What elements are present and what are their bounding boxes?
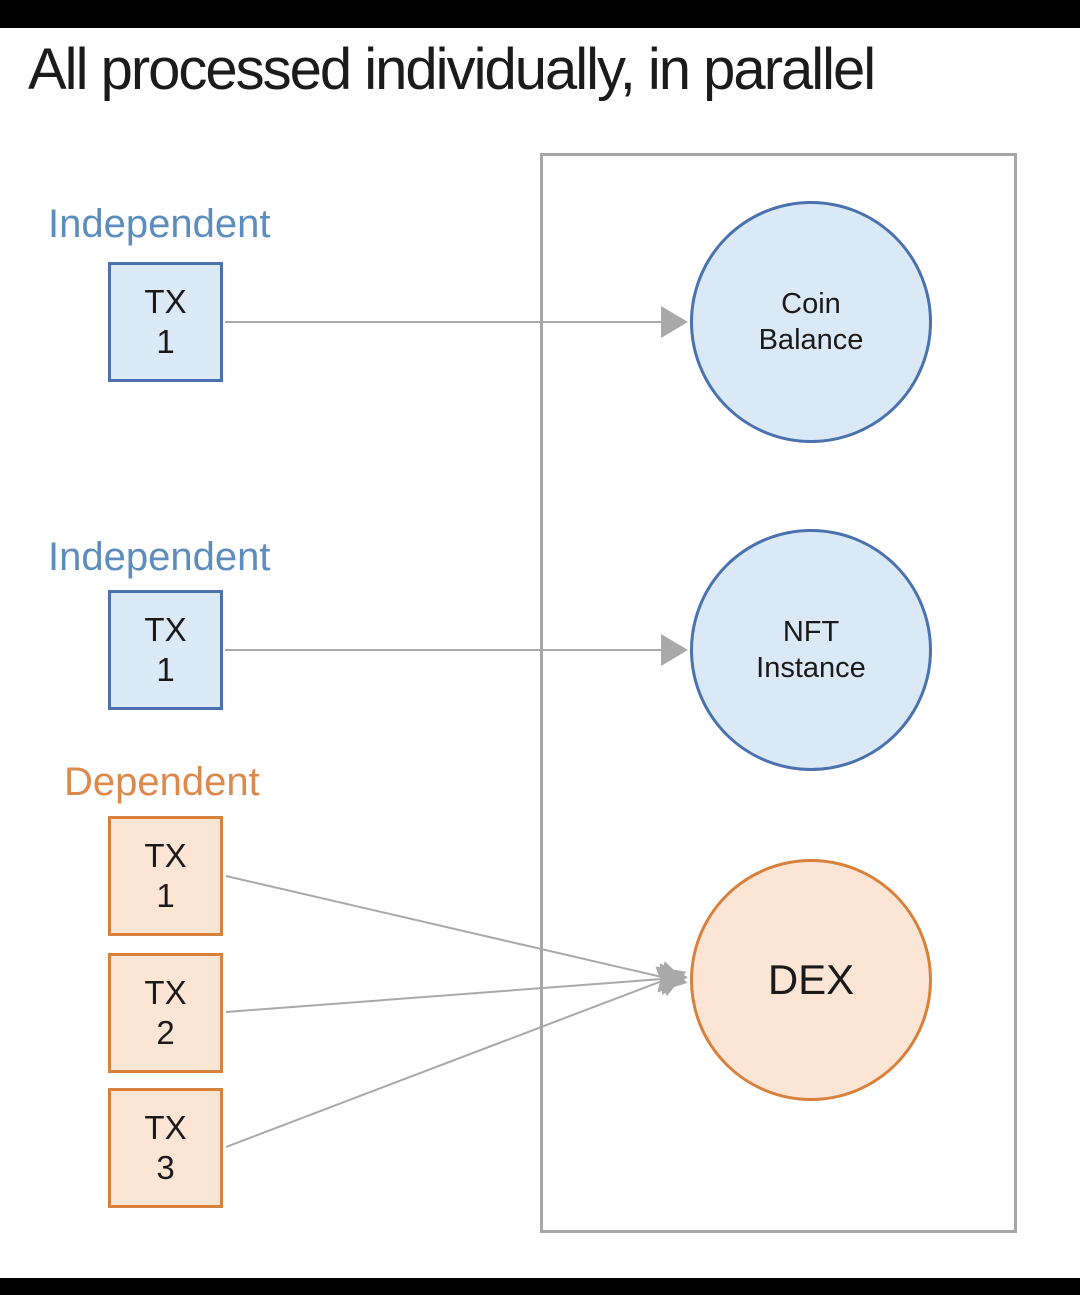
bottom-letterbox-bar bbox=[0, 1278, 1080, 1295]
node-coin-balance: Coin Balance bbox=[690, 201, 932, 443]
tx-box-line2: 2 bbox=[156, 1014, 175, 1051]
tx-box-dependent-2: TX 2 bbox=[108, 953, 223, 1073]
tx-box-line2: 3 bbox=[156, 1149, 175, 1186]
node-nft-instance: NFT Instance bbox=[690, 529, 932, 771]
page-title: All processed individually, in parallel bbox=[28, 37, 876, 102]
tx-box-dependent-1: TX 1 bbox=[108, 816, 223, 936]
node-label-line1: DEX bbox=[767, 955, 855, 1003]
top-letterbox-bar bbox=[0, 0, 1080, 28]
node-dex: DEX bbox=[690, 859, 932, 1101]
state-container-frame bbox=[540, 153, 1017, 1233]
tx-box-line1: TX bbox=[144, 610, 187, 648]
label-independent-1: Independent bbox=[48, 202, 271, 246]
tx-box-line2: 1 bbox=[156, 877, 175, 914]
node-label-line1: NFT bbox=[782, 615, 840, 648]
tx-box-independent-1: TX 1 bbox=[108, 262, 223, 382]
node-label-line2: Instance bbox=[756, 652, 866, 684]
tx-box-dependent-3: TX 3 bbox=[108, 1088, 223, 1208]
tx-box-line1: TX bbox=[144, 1108, 187, 1146]
tx-box-independent-2: TX 1 bbox=[108, 590, 223, 710]
tx-box-line1: TX bbox=[144, 973, 187, 1011]
label-dependent: Dependent bbox=[64, 760, 260, 804]
node-label-line1: Coin bbox=[781, 287, 841, 320]
tx-box-line1: TX bbox=[144, 836, 187, 874]
tx-box-line2: 1 bbox=[156, 651, 175, 688]
node-label-line2: Balance bbox=[758, 324, 864, 356]
label-independent-2: Independent bbox=[48, 535, 271, 579]
tx-box-line1: TX bbox=[144, 282, 187, 320]
tx-box-line2: 1 bbox=[156, 323, 175, 360]
